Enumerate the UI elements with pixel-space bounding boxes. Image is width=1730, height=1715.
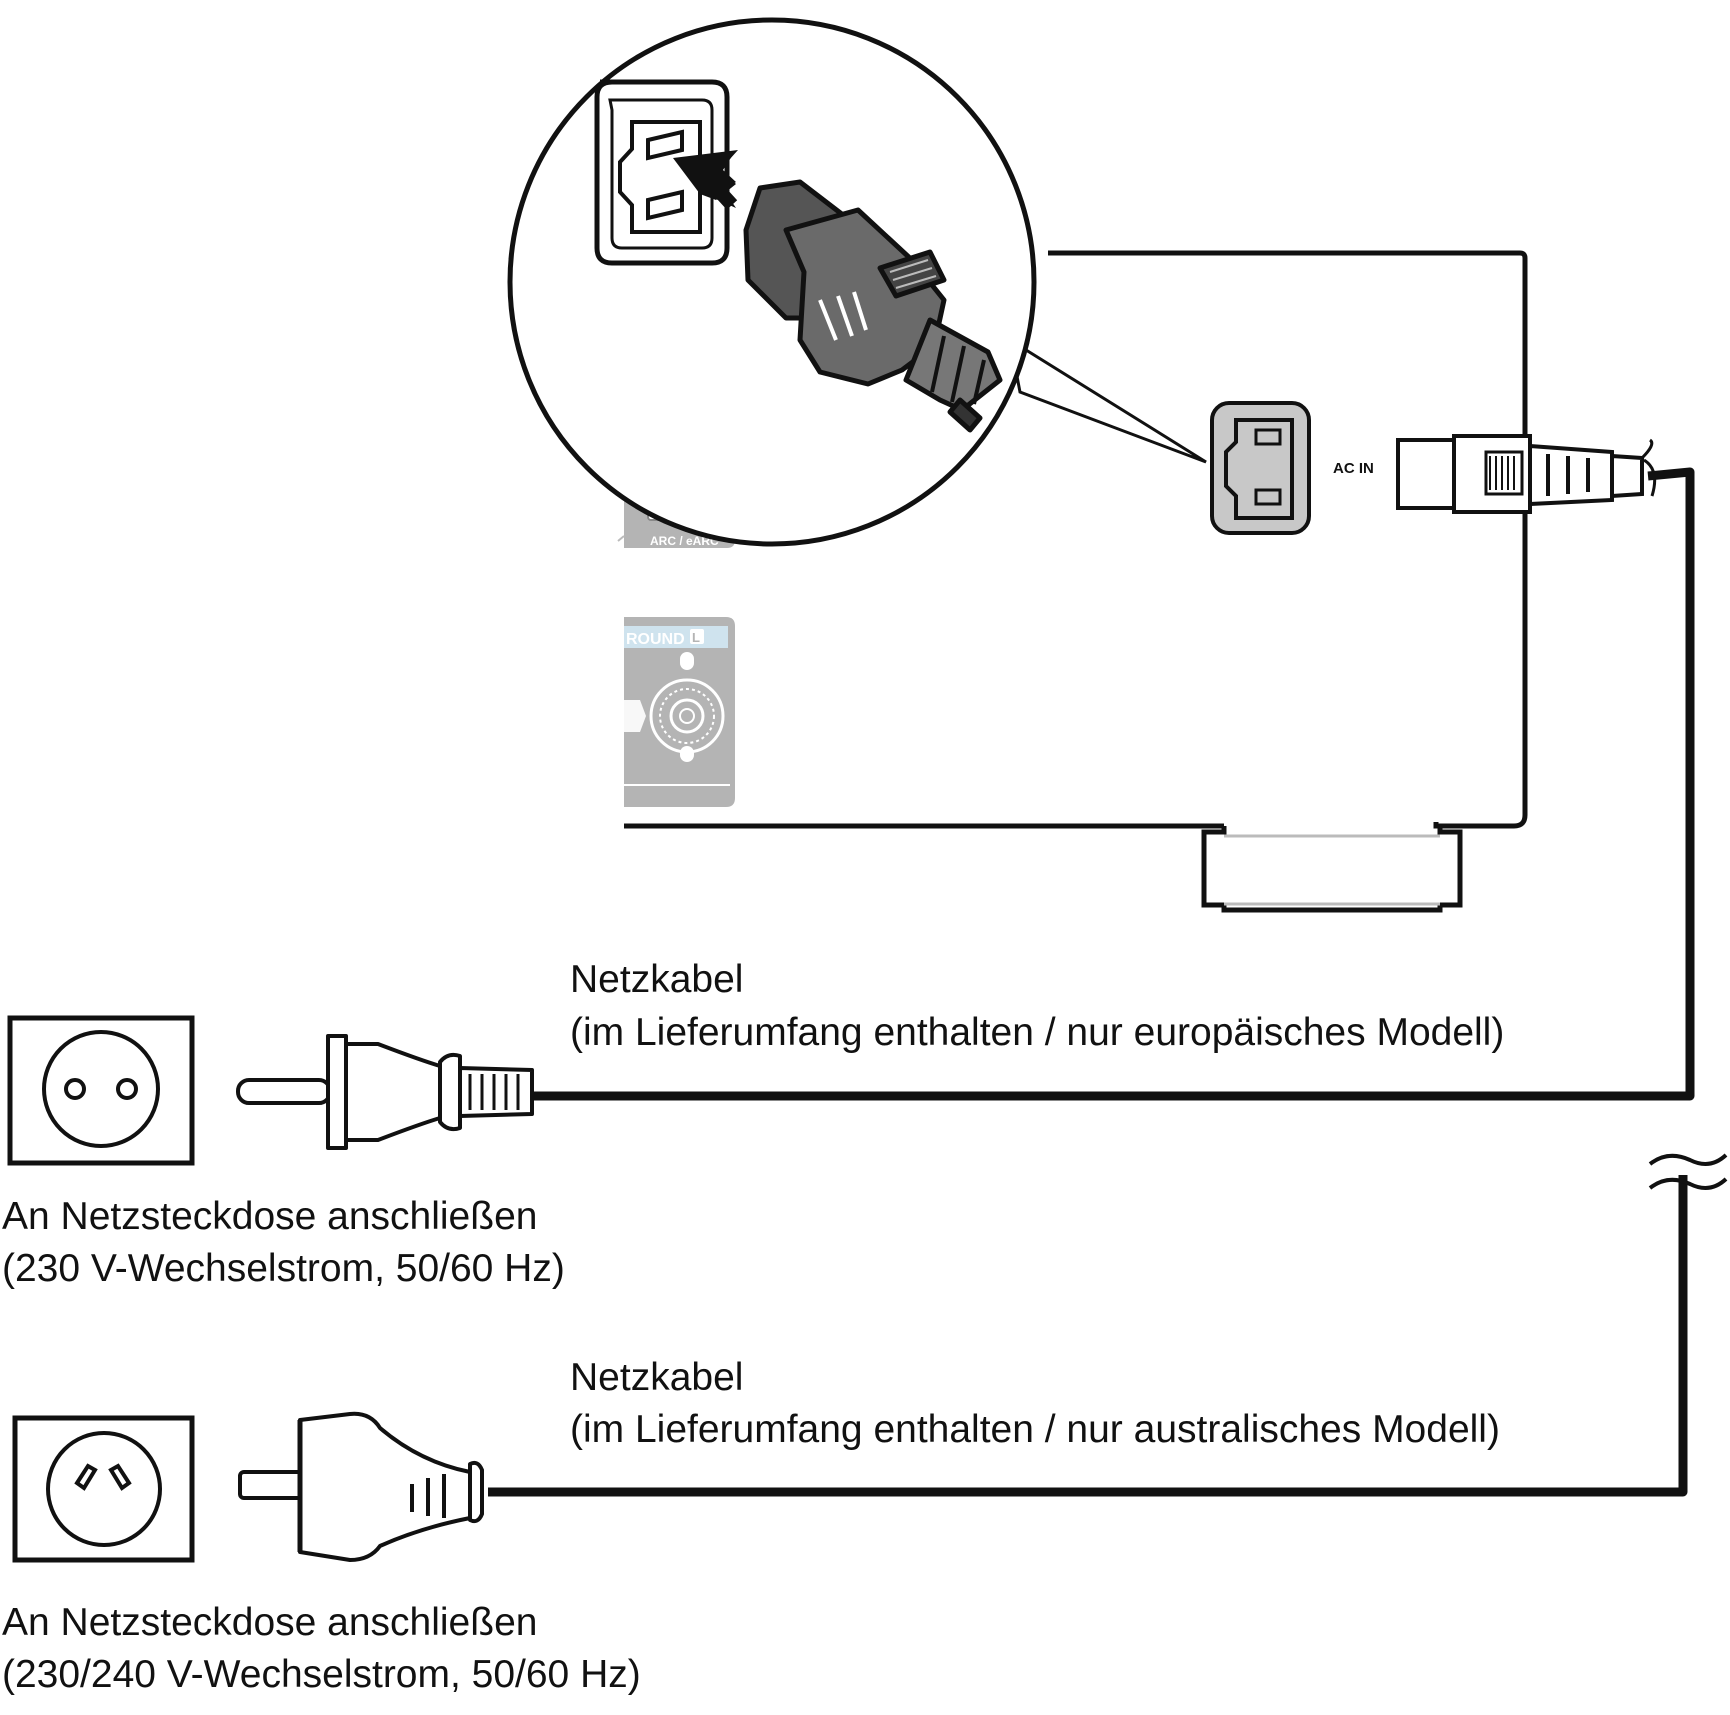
arc-port-label: ARC / eARC xyxy=(650,534,719,548)
iec-plug-closeup-icon xyxy=(743,179,1003,433)
ac-inlet-icon xyxy=(1210,401,1311,535)
outlet-1-spec: (230 V-Wechselstrom, 50/60 Hz) xyxy=(2,1247,565,1290)
eu-plug-icon xyxy=(236,1034,534,1150)
magnifier-callout xyxy=(507,17,1207,547)
ac-in-label: AC IN xyxy=(1333,460,1374,477)
eu-wall-outlet-icon xyxy=(7,1015,195,1166)
cable-break-icon xyxy=(1648,1153,1728,1190)
au-plug-icon xyxy=(238,1411,484,1562)
cable-2-note: (im Lieferumfang enthalten / nur austral… xyxy=(570,1408,1500,1451)
cable-1-note: (im Lieferumfang enthalten / nur europäi… xyxy=(570,1011,1505,1054)
surround-terminal-fragment: ROUND L xyxy=(624,617,735,807)
au-wall-outlet-icon xyxy=(12,1415,195,1563)
cable-1-title: Netzkabel xyxy=(570,958,744,1001)
device-rear-panel xyxy=(624,250,1528,913)
socket-closeup-icon xyxy=(594,79,730,266)
outlet-2-title: An Netzsteckdose anschließen xyxy=(2,1601,538,1644)
outlet-2-spec: (230/240 V-Wechselstrom, 50/60 Hz) xyxy=(2,1653,641,1696)
iec-plug-icon xyxy=(1396,434,1644,514)
surround-label: ROUND xyxy=(626,631,685,648)
power-cable-line xyxy=(488,467,1695,1497)
cable-2-title: Netzkabel xyxy=(570,1356,744,1399)
surround-channel-label: L xyxy=(692,630,700,645)
outlet-1-title: An Netzsteckdose anschließen xyxy=(2,1195,538,1238)
